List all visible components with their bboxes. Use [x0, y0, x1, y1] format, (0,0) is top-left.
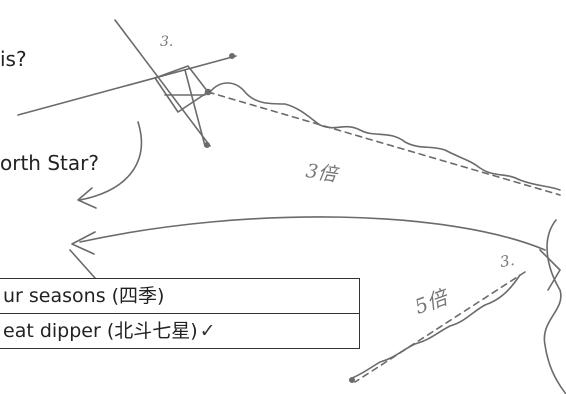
dipper-outline — [543, 219, 566, 394]
curved-arrow-lower — [79, 216, 546, 251]
handwritten-ratio-upper: 3倍 — [304, 159, 339, 187]
star-dot — [348, 376, 355, 383]
star-dot — [229, 52, 236, 59]
answer-table: ur seasons (四季) eat dipper (北斗七星)✓ — [0, 278, 360, 349]
star-dot — [204, 142, 211, 149]
row-text: ur seasons (四季) — [3, 285, 165, 307]
dashed-measure-upper — [207, 91, 561, 196]
dashed-measure-lower — [354, 271, 526, 383]
row-text: eat dipper (北斗七星) — [3, 320, 198, 342]
pointer-line — [114, 19, 211, 147]
handwritten-mark-lower: 3. — [498, 250, 516, 272]
question-fragment-2: orth Star? — [0, 151, 99, 175]
star-dot — [204, 88, 212, 96]
handwritten-mark-upper: 3. — [160, 34, 174, 50]
check-mark-icon: ✓ — [199, 320, 216, 342]
horizon-line — [17, 55, 237, 116]
curved-arrow-upper — [79, 121, 143, 201]
table-row: eat dipper (北斗七星)✓ — [0, 313, 360, 349]
scallop-lower — [351, 274, 521, 379]
table-cell: eat dipper (北斗七星)✓ — [0, 313, 360, 349]
table-cell: ur seasons (四季) — [0, 278, 360, 314]
pointer-box — [154, 65, 209, 113]
scallop-upper — [209, 82, 561, 191]
question-fragment-1: is? — [0, 47, 27, 71]
table-row: ur seasons (四季) — [0, 278, 360, 314]
